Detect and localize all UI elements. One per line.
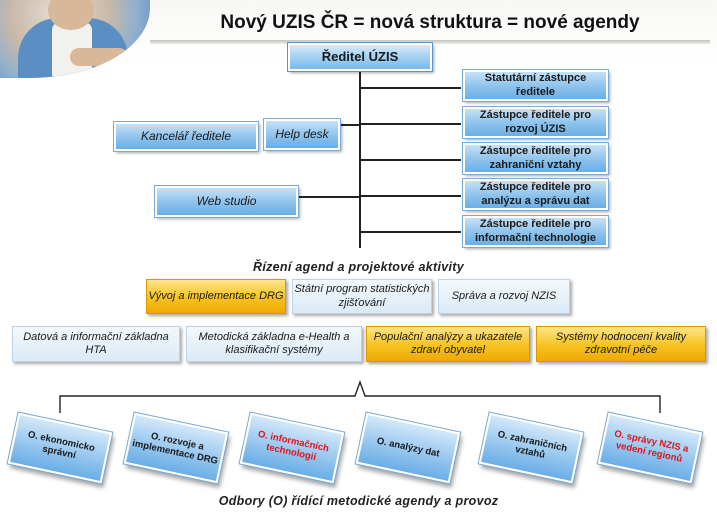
photo-hands — [70, 48, 128, 66]
branch-line-3 — [359, 159, 461, 161]
agenda-statistics: Státní program statistických zjišťování — [292, 279, 432, 314]
helpdesk-box: Help desk — [263, 118, 341, 151]
slide-title: Nový UZIS ČR = nová struktura = nové age… — [220, 12, 640, 33]
branch-line-1 — [359, 87, 461, 89]
deputy-box-foreign: Zástupce ředitele pro zahraniční vztahy — [462, 142, 609, 175]
agenda-hta: Datová a informační základna HTA — [12, 326, 180, 362]
branch-line-4 — [359, 195, 461, 197]
deputy-box-it: Zástupce ředitele pro informační technol… — [462, 215, 609, 248]
agenda-quality: Systémy hodnocení kvality zdravotní péče — [536, 326, 706, 362]
webstudio-line — [298, 196, 361, 198]
agenda-drg: Vývoj a implementace DRG — [146, 279, 286, 314]
deputy-box-statutory: Statutární zástupce ředitele — [462, 69, 609, 102]
director-box: Ředitel ÚZIS — [287, 42, 433, 72]
agenda-heading: Řízení agend a projektové aktivity — [253, 260, 464, 274]
agenda-population: Populační analýzy a ukazatele zdraví oby… — [366, 326, 530, 362]
office-box: Kancelář ředitele — [113, 121, 259, 152]
grouping-brace — [59, 379, 661, 413]
agenda-ehealth: Metodická základna e-Health a klasifikač… — [186, 326, 362, 362]
helpdesk-line — [340, 124, 361, 126]
footer-caption: Odbory (O) řídící metodické agendy a pro… — [218, 494, 499, 508]
agenda-nzis: Správa a rozvoj NZIS — [438, 279, 570, 314]
doctor-photo — [0, 0, 150, 78]
title-underline — [150, 40, 710, 44]
deputy-box-development: Zástupce ředitele pro rozvoj ÚZIS — [462, 106, 609, 139]
branch-line-2 — [359, 123, 461, 125]
branch-line-5 — [359, 231, 461, 233]
webstudio-box: Web studio — [154, 185, 299, 218]
deputy-box-analysis: Zástupce ředitele pro analýzu a správu d… — [462, 178, 609, 211]
